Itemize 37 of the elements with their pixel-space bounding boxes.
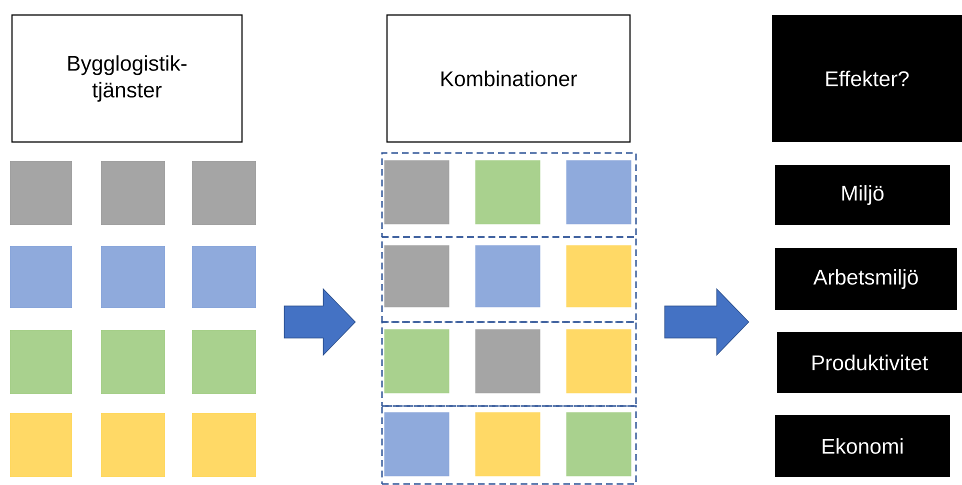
colored-square: [10, 161, 72, 225]
colored-square: [192, 330, 256, 394]
colored-square: [10, 246, 72, 308]
colored-square: [475, 245, 540, 308]
colored-square: [475, 329, 540, 394]
colored-square: [384, 412, 450, 476]
colored-square: [192, 246, 256, 308]
colored-square: [475, 160, 540, 224]
colored-square: [566, 329, 632, 394]
colored-square: [192, 161, 256, 225]
colored-square: [10, 413, 72, 477]
colored-square: [384, 329, 450, 394]
heading-box: Bygglogistik- tjänster: [11, 14, 243, 143]
effect-box: Miljö: [775, 165, 950, 225]
block-arrow: [284, 288, 356, 356]
effect-box: Arbetsmiljö: [775, 248, 958, 310]
effect-box: Produktivitet: [777, 332, 962, 393]
effect-box: Ekonomi: [775, 415, 950, 477]
colored-square: [192, 413, 256, 477]
colored-square: [101, 330, 165, 394]
heading-box: Kombinationer: [386, 14, 631, 143]
colored-square: [566, 245, 632, 308]
colored-square: [101, 161, 165, 225]
colored-square: [475, 412, 540, 476]
colored-square: [101, 413, 165, 477]
block-arrow: [664, 288, 750, 356]
colored-square: [384, 160, 450, 224]
colored-square: [10, 330, 72, 394]
colored-square: [384, 245, 450, 308]
dashed-group-frame: [381, 152, 637, 238]
dashed-group-frame: [381, 405, 637, 485]
colored-square: [566, 412, 632, 476]
colored-square: [101, 246, 165, 308]
dashed-group-frame: [381, 321, 637, 407]
effect-box: Effekter?: [772, 15, 962, 142]
colored-square: [566, 160, 632, 224]
dashed-group-frame: [381, 236, 637, 323]
